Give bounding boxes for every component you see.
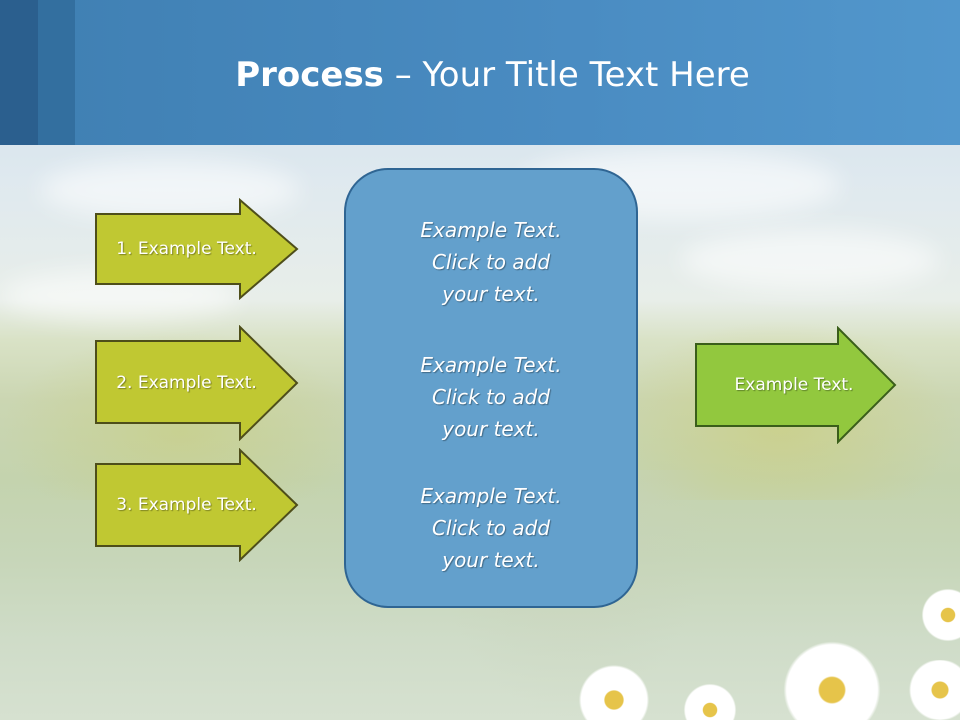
input-arrow-label: 3. Example Text. <box>116 495 257 515</box>
arrow-polygon <box>95 448 299 562</box>
paragraph-line: Click to add <box>431 516 551 540</box>
title-bar: Process – Your Title Text Here <box>0 0 960 145</box>
slide-title[interactable]: Process – Your Title Text Here <box>0 54 960 96</box>
arrow-polygon <box>95 198 299 300</box>
arrow-shape <box>695 326 897 444</box>
paragraph-line: your text. <box>442 417 540 441</box>
arrow-shape <box>95 448 299 562</box>
daisy-flower <box>918 585 960 645</box>
title-bold-text: Process <box>235 55 384 95</box>
paragraph-line: your text. <box>442 548 540 572</box>
center-process-box[interactable]: Example Text. Click to add your text. Ex… <box>344 168 638 608</box>
output-arrow-label: Example Text. <box>734 375 854 395</box>
arrow-polygon <box>695 326 897 444</box>
paragraph-line: Click to add <box>431 250 551 274</box>
input-arrow-3[interactable]: 3. Example Text. <box>94 448 300 562</box>
paragraph-line: Example Text. <box>420 484 562 508</box>
input-arrow-label: 2. Example Text. <box>116 373 257 393</box>
center-paragraph-2: Example Text. Click to add your text. <box>346 349 636 445</box>
input-arrow-1[interactable]: 1. Example Text. <box>94 198 300 300</box>
input-arrow-2[interactable]: 2. Example Text. <box>94 325 300 441</box>
paragraph-line: your text. <box>442 282 540 306</box>
center-paragraph-1: Example Text. Click to add your text. <box>346 214 636 310</box>
daisy-flower <box>574 660 654 720</box>
daisy-flower <box>680 680 740 720</box>
output-arrow[interactable]: Example Text. <box>694 326 898 444</box>
arrow-shape <box>95 198 299 300</box>
paragraph-line: Example Text. <box>420 353 562 377</box>
header-accent-strip <box>38 0 75 145</box>
arrow-shape <box>95 325 299 441</box>
daisy-flower <box>772 640 892 720</box>
arrow-polygon <box>95 325 299 441</box>
paragraph-line: Click to add <box>431 385 551 409</box>
paragraph-line: Example Text. <box>420 218 562 242</box>
header-accent-strip <box>0 0 38 145</box>
title-rest-text: – Your Title Text Here <box>383 55 750 95</box>
input-arrow-label: 1. Example Text. <box>116 239 257 259</box>
daisy-flower <box>900 660 960 720</box>
center-paragraph-3: Example Text. Click to add your text. <box>346 480 636 576</box>
